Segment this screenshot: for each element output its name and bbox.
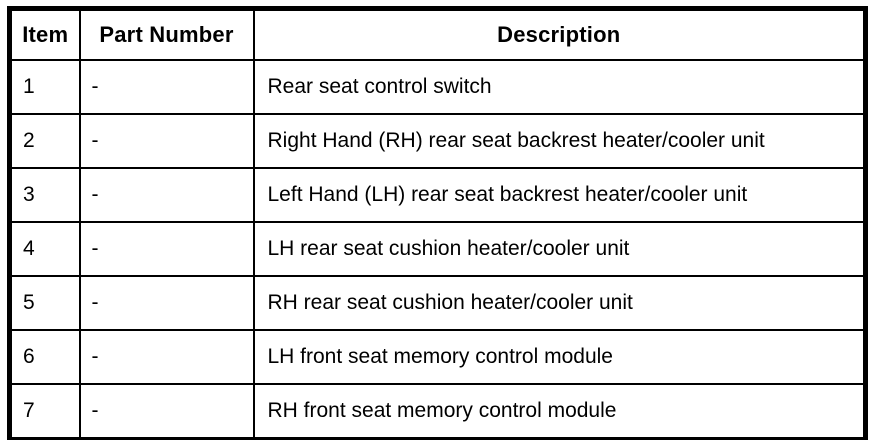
table-row: 7 - RH front seat memory control module	[8, 383, 867, 440]
cell-item: 7	[8, 383, 81, 440]
cell-part-number: -	[78, 113, 255, 169]
cell-description: Rear seat control switch	[252, 59, 867, 115]
cell-description: LH rear seat cushion heater/cooler unit	[252, 221, 867, 277]
parts-table: Item Part Number Description 1 - Rear se…	[7, 6, 868, 440]
cell-description: RH front seat memory control module	[252, 383, 867, 440]
cell-item: 2	[8, 113, 81, 169]
cell-item: 6	[8, 329, 81, 385]
column-header-item: Item	[8, 7, 81, 61]
table-row: 4 - LH rear seat cushion heater/cooler u…	[8, 221, 867, 277]
column-header-description: Description	[252, 7, 867, 61]
table-row: 3 - Left Hand (LH) rear seat backrest he…	[8, 167, 867, 223]
cell-description: LH front seat memory control module	[252, 329, 867, 385]
table-header-row: Item Part Number Description	[8, 7, 867, 61]
cell-item: 3	[8, 167, 81, 223]
table-row: 5 - RH rear seat cushion heater/cooler u…	[8, 275, 867, 331]
cell-description: Right Hand (RH) rear seat backrest heate…	[252, 113, 867, 169]
cell-part-number: -	[78, 167, 255, 223]
cell-item: 1	[8, 59, 81, 115]
cell-description: Left Hand (LH) rear seat backrest heater…	[252, 167, 867, 223]
cell-part-number: -	[78, 221, 255, 277]
cell-description: RH rear seat cushion heater/cooler unit	[252, 275, 867, 331]
cell-part-number: -	[78, 275, 255, 331]
table-row: 2 - Right Hand (RH) rear seat backrest h…	[8, 113, 867, 169]
cell-item: 4	[8, 221, 81, 277]
cell-part-number: -	[78, 59, 255, 115]
cell-part-number: -	[78, 383, 255, 440]
table-row: 1 - Rear seat control switch	[8, 59, 867, 115]
table-row: 6 - LH front seat memory control module	[8, 329, 867, 385]
column-header-part-number: Part Number	[78, 7, 255, 61]
cell-part-number: -	[78, 329, 255, 385]
cell-item: 5	[8, 275, 81, 331]
